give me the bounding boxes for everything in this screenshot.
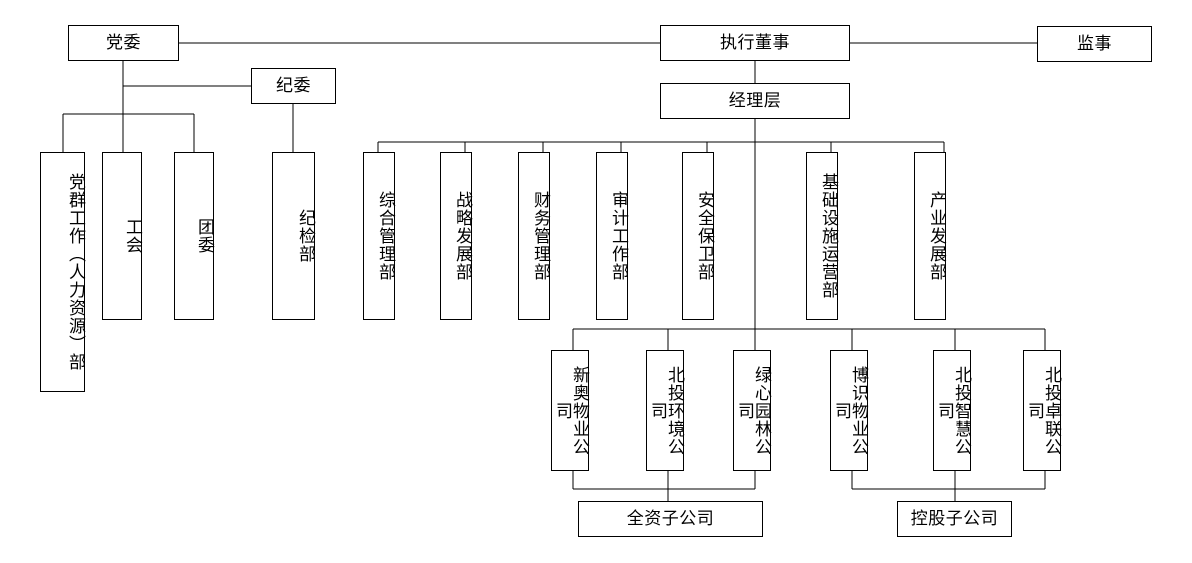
node-subsidiary-boshi-property[interactable]: 博识物业公司	[830, 350, 868, 471]
node-subsidiary-beitou-smart[interactable]: 北投智慧公司	[933, 350, 971, 471]
node-department-infrastructure-operation[interactable]: 基础设施运营部	[806, 152, 838, 320]
node-department-comprehensive-management[interactable]: 综合管理部	[363, 152, 395, 320]
node-subsidiary-beitou-environment[interactable]: 北投环境公司	[646, 350, 684, 471]
node-management-layer[interactable]: 经理层	[660, 83, 850, 119]
node-subsidiary-beitou-zhuolian[interactable]: 北投卓联公司	[1023, 350, 1061, 471]
node-executive-director[interactable]: 执行董事	[660, 25, 850, 61]
node-subsidiary-xinao-property[interactable]: 新奥物业公司	[551, 350, 589, 471]
label-holding-subsidiaries[interactable]: 控股子公司	[897, 501, 1012, 537]
node-department-financial-management[interactable]: 财务管理部	[518, 152, 550, 320]
node-supervisor[interactable]: 监事	[1037, 26, 1152, 62]
node-department-audit-work[interactable]: 审计工作部	[596, 152, 628, 320]
node-party-committee[interactable]: 党委	[68, 25, 179, 61]
node-department-strategic-development[interactable]: 战略发展部	[440, 152, 472, 320]
node-subsidiary-lvxin-landscape[interactable]: 绿心园林公司	[733, 350, 771, 471]
node-department-industrial-development[interactable]: 产业发展部	[914, 152, 946, 320]
label-wholly-owned-subsidiaries[interactable]: 全资子公司	[578, 501, 763, 537]
node-discipline-inspection-department[interactable]: 纪检部	[272, 152, 315, 320]
node-youth-league-committee[interactable]: 团委	[174, 152, 214, 320]
node-labor-union[interactable]: 工会	[102, 152, 142, 320]
node-department-security-protection[interactable]: 安全保卫部	[682, 152, 714, 320]
node-party-mass-work-hr-department[interactable]: 党群工作（人力资源）部	[40, 152, 85, 392]
node-discipline-committee[interactable]: 纪委	[251, 68, 336, 104]
